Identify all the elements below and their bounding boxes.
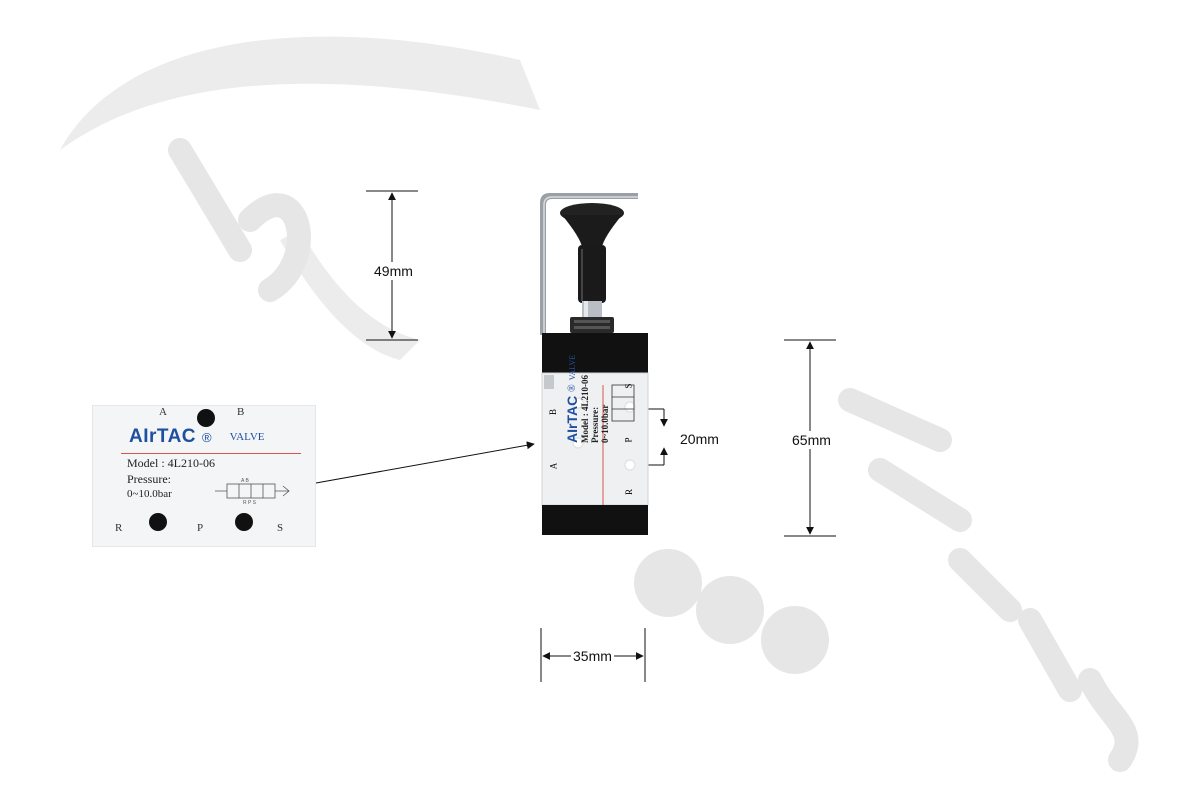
svg-text:A B: A B (241, 478, 249, 484)
valve-pressure-label: Pressure: (590, 406, 600, 443)
dim-height-top-label: 49mm (372, 262, 415, 280)
inset-port-r-hole (149, 513, 167, 531)
inset-brand-row: AIrTAC ® VALVE (129, 426, 264, 448)
inset-registered-mark: ® (202, 429, 212, 445)
inset-type-text: VALVE (229, 431, 265, 443)
inset-port-s: S (277, 522, 284, 534)
inset-brand-logo: AIrTAC (129, 426, 197, 447)
svg-text:R P S: R P S (243, 500, 257, 504)
inset-port-r: R (115, 522, 123, 534)
valve-port-b: B (548, 408, 559, 416)
inset-rule (121, 453, 301, 454)
valve-label: AIrTAC ® VALVE Model : 4L210-06 Pressure… (564, 313, 614, 443)
valve-port-p: P (623, 437, 634, 443)
valve-body-graphic (540, 193, 649, 535)
valve-pressure-range: 0~10.0bar (600, 404, 610, 443)
valve-port-s: S (623, 383, 634, 389)
dim-body-height-label: 65mm (790, 431, 833, 449)
inset-port-b: B (237, 406, 245, 418)
valve-brand-logo: AIrTAC (564, 395, 580, 443)
inset-port-a: A (159, 406, 167, 418)
valve-registered-mark: ® (566, 384, 578, 392)
dim-port-spacing-label: 20mm (680, 431, 719, 447)
inset-pressure-range: 0~10.0bar (127, 488, 172, 500)
valve-model-text: Model : 4L210-06 (580, 375, 590, 443)
dim-width-label: 35mm (571, 647, 614, 665)
valve-port-r: R (624, 488, 635, 496)
inset-port-p: P (197, 522, 204, 534)
valve-port-a: A (548, 462, 559, 470)
valve-symbol-icon: A B R P S (215, 478, 290, 504)
inset-port-p-hole (235, 513, 253, 531)
inset-port-a-hole (197, 409, 215, 427)
valve-type-text: VALVE (567, 354, 577, 381)
valve-product: AIrTAC ® VALVE Model : 4L210-06 Pressure… (520, 185, 660, 545)
inset-pressure-label: Pressure: (127, 472, 171, 486)
inset-model-text: Model : 4L210-06 (127, 456, 215, 470)
label-inset: A B AIrTAC ® VALVE Model : 4L210-06 Pres… (92, 405, 316, 547)
